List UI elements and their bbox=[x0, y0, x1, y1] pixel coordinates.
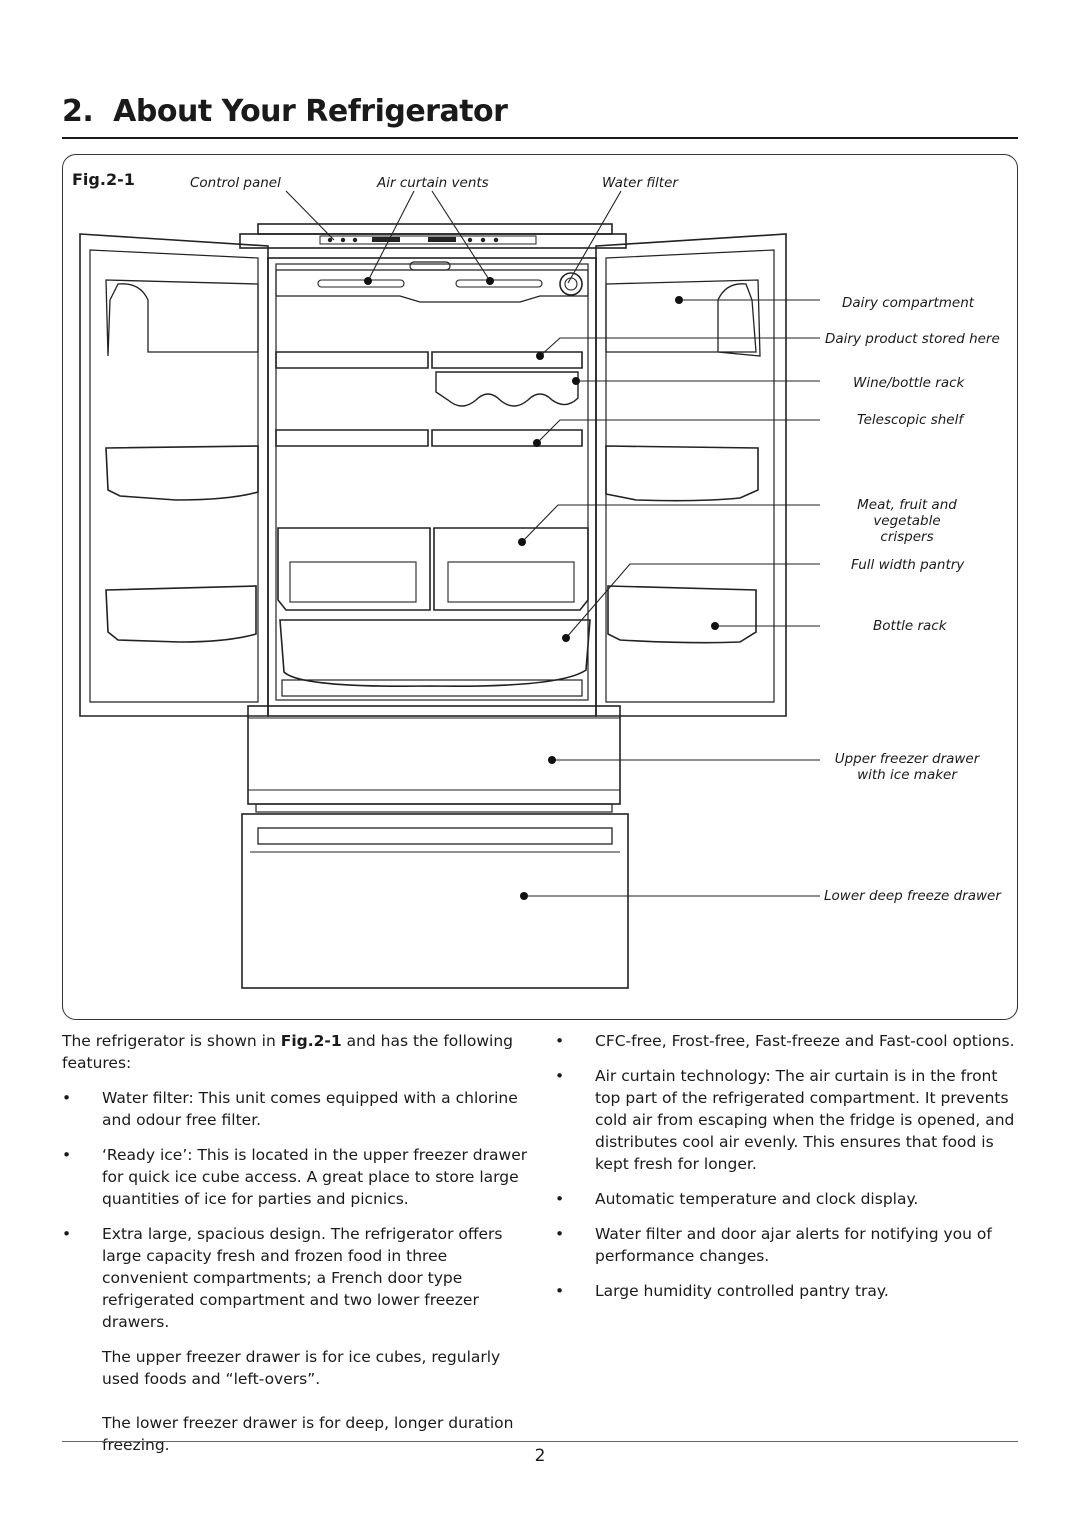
bullet-icon: • bbox=[555, 1067, 565, 1085]
right-door-bin-lower bbox=[607, 585, 757, 644]
callout-dairy-product: Dairy product stored here bbox=[825, 331, 1000, 347]
list-item: • Air curtain technology: The air curtain… bbox=[555, 1065, 1018, 1175]
intro-text-end: and has the following features: bbox=[62, 1032, 514, 1072]
list-item-text: Automatic temperature and clock display. bbox=[595, 1190, 919, 1208]
lower-freezer-drawer bbox=[241, 813, 629, 989]
left-door-bin-upper bbox=[105, 445, 259, 501]
right-door-inner bbox=[605, 249, 775, 703]
list-item: • Large humidity controlled pantry tray. bbox=[555, 1280, 1018, 1302]
crisper-left bbox=[277, 527, 431, 611]
list-item-text: Air curtain technology: The air curtain … bbox=[595, 1067, 1015, 1173]
list-item-text: ‘Ready ice’: This is located in the uppe… bbox=[102, 1146, 528, 1208]
control-panel-strip bbox=[239, 233, 627, 249]
cabinet bbox=[267, 257, 597, 717]
list-item: • Extra large, spacious design. The refri… bbox=[62, 1223, 532, 1333]
bullet-icon: • bbox=[555, 1225, 565, 1243]
left-door-outer bbox=[79, 233, 269, 717]
title-rule bbox=[62, 137, 1018, 139]
air-curtain-housing bbox=[275, 269, 589, 303]
control-panel-buttons bbox=[327, 237, 499, 243]
figure-frame bbox=[62, 154, 1018, 1020]
list-item-text: Water filter: This unit comes equipped w… bbox=[102, 1089, 518, 1129]
list-item-text: CFC-free, Frost-free, Fast-freeze and Fa… bbox=[595, 1032, 1015, 1050]
intro-paragraph: The refrigerator is shown in Fig.2-1 and… bbox=[62, 1030, 532, 1074]
upper-freezer-drawer bbox=[247, 705, 621, 805]
left-door-inner bbox=[89, 249, 259, 703]
callout-upper-freezer-line1: Upper freezer drawer bbox=[834, 751, 980, 767]
left-dairy-bin bbox=[105, 279, 259, 357]
bullet-icon: • bbox=[555, 1032, 565, 1050]
callout-wine-rack: Wine/bottle rack bbox=[853, 375, 965, 391]
callout-upper-freezer-line2: with ice maker bbox=[857, 767, 957, 783]
left-column: The refrigerator is shown in Fig.2-1 and… bbox=[62, 1030, 532, 1478]
left-vent bbox=[317, 279, 405, 288]
list-item: • Automatic temperature and clock display… bbox=[555, 1188, 1018, 1210]
list-item-text: Water filter and door ajar alerts for no… bbox=[595, 1225, 992, 1265]
callout-air-curtain-vents: Air curtain vents bbox=[377, 175, 489, 191]
cabinet-liner bbox=[275, 263, 589, 701]
bullet-icon: • bbox=[62, 1089, 72, 1107]
feature-list-left: • Water filter: This unit comes equipped … bbox=[62, 1087, 532, 1333]
top-cap bbox=[257, 223, 613, 235]
leader-lines bbox=[285, 190, 820, 897]
right-door-bin-upper bbox=[605, 445, 759, 502]
bullet-icon: • bbox=[62, 1146, 72, 1164]
shelf-left-top bbox=[275, 351, 429, 369]
right-dairy-bin bbox=[605, 279, 761, 357]
callout-bottle-rack: Bottle rack bbox=[873, 618, 947, 634]
crisper-right bbox=[433, 527, 589, 611]
list-item: • CFC-free, Frost-free, Fast-freeze and F… bbox=[555, 1030, 1018, 1052]
intro-text-start: The refrigerator is shown in bbox=[62, 1032, 281, 1050]
bullet-icon: • bbox=[555, 1190, 565, 1208]
bullet-icon: • bbox=[62, 1225, 72, 1243]
upper-drawer-paragraph: The upper freezer drawer is for ice cube… bbox=[102, 1348, 501, 1388]
list-item: • ‘Ready ice’: This is located in the upp… bbox=[62, 1144, 532, 1210]
list-item-text: Large humidity controlled pantry tray. bbox=[595, 1282, 889, 1300]
left-door-bin-lower bbox=[105, 585, 257, 643]
callout-crispers-line2: crispers bbox=[880, 529, 934, 545]
callout-crispers: Meat, fruit and vegetable crispers bbox=[822, 497, 992, 545]
list-item: • Water filter: This unit comes equipped … bbox=[62, 1087, 532, 1131]
callout-crispers-line1: Meat, fruit and vegetable bbox=[857, 497, 957, 529]
callout-water-filter: Water filter bbox=[602, 175, 678, 191]
lower-drawer-paragraph: The lower freezer drawer is for deep, lo… bbox=[102, 1414, 514, 1454]
list-item-text: Extra large, spacious design. The refrig… bbox=[102, 1225, 503, 1331]
pantry-drawer bbox=[279, 619, 591, 688]
feature-list-right: • CFC-free, Frost-free, Fast-freeze and F… bbox=[555, 1030, 1018, 1302]
bullet-icon: • bbox=[555, 1282, 565, 1300]
right-column: • CFC-free, Frost-free, Fast-freeze and F… bbox=[555, 1030, 1018, 1315]
callout-upper-freezer: Upper freezer drawer with ice maker bbox=[822, 751, 992, 783]
list-item: • Water filter and door ajar alerts for n… bbox=[555, 1223, 1018, 1267]
page-number: 2 bbox=[534, 1446, 546, 1466]
shelf-right-middle bbox=[431, 429, 583, 447]
water-filter-housing bbox=[559, 272, 583, 296]
callout-telescopic-shelf: Telescopic shelf bbox=[857, 412, 964, 428]
callout-dots bbox=[364, 277, 719, 900]
figure-label: Fig.2-1 bbox=[72, 170, 135, 189]
callout-control-panel: Control panel bbox=[190, 175, 281, 191]
right-vent bbox=[455, 279, 543, 288]
footer-rule bbox=[62, 1441, 1018, 1442]
page-title: 2. About Your Refrigerator bbox=[62, 94, 508, 129]
callout-dairy-compartment: Dairy compartment bbox=[842, 295, 975, 311]
figure-reference: Fig.2-1 bbox=[280, 1032, 342, 1050]
callout-pantry: Full width pantry bbox=[851, 557, 965, 573]
lower-drawer-handle bbox=[257, 827, 613, 845]
wine-rack bbox=[435, 371, 579, 407]
shelf-right-top bbox=[431, 351, 583, 369]
callout-lower-freezer: Lower deep freeze drawer bbox=[824, 888, 1001, 904]
shelf-left-middle bbox=[275, 429, 429, 447]
